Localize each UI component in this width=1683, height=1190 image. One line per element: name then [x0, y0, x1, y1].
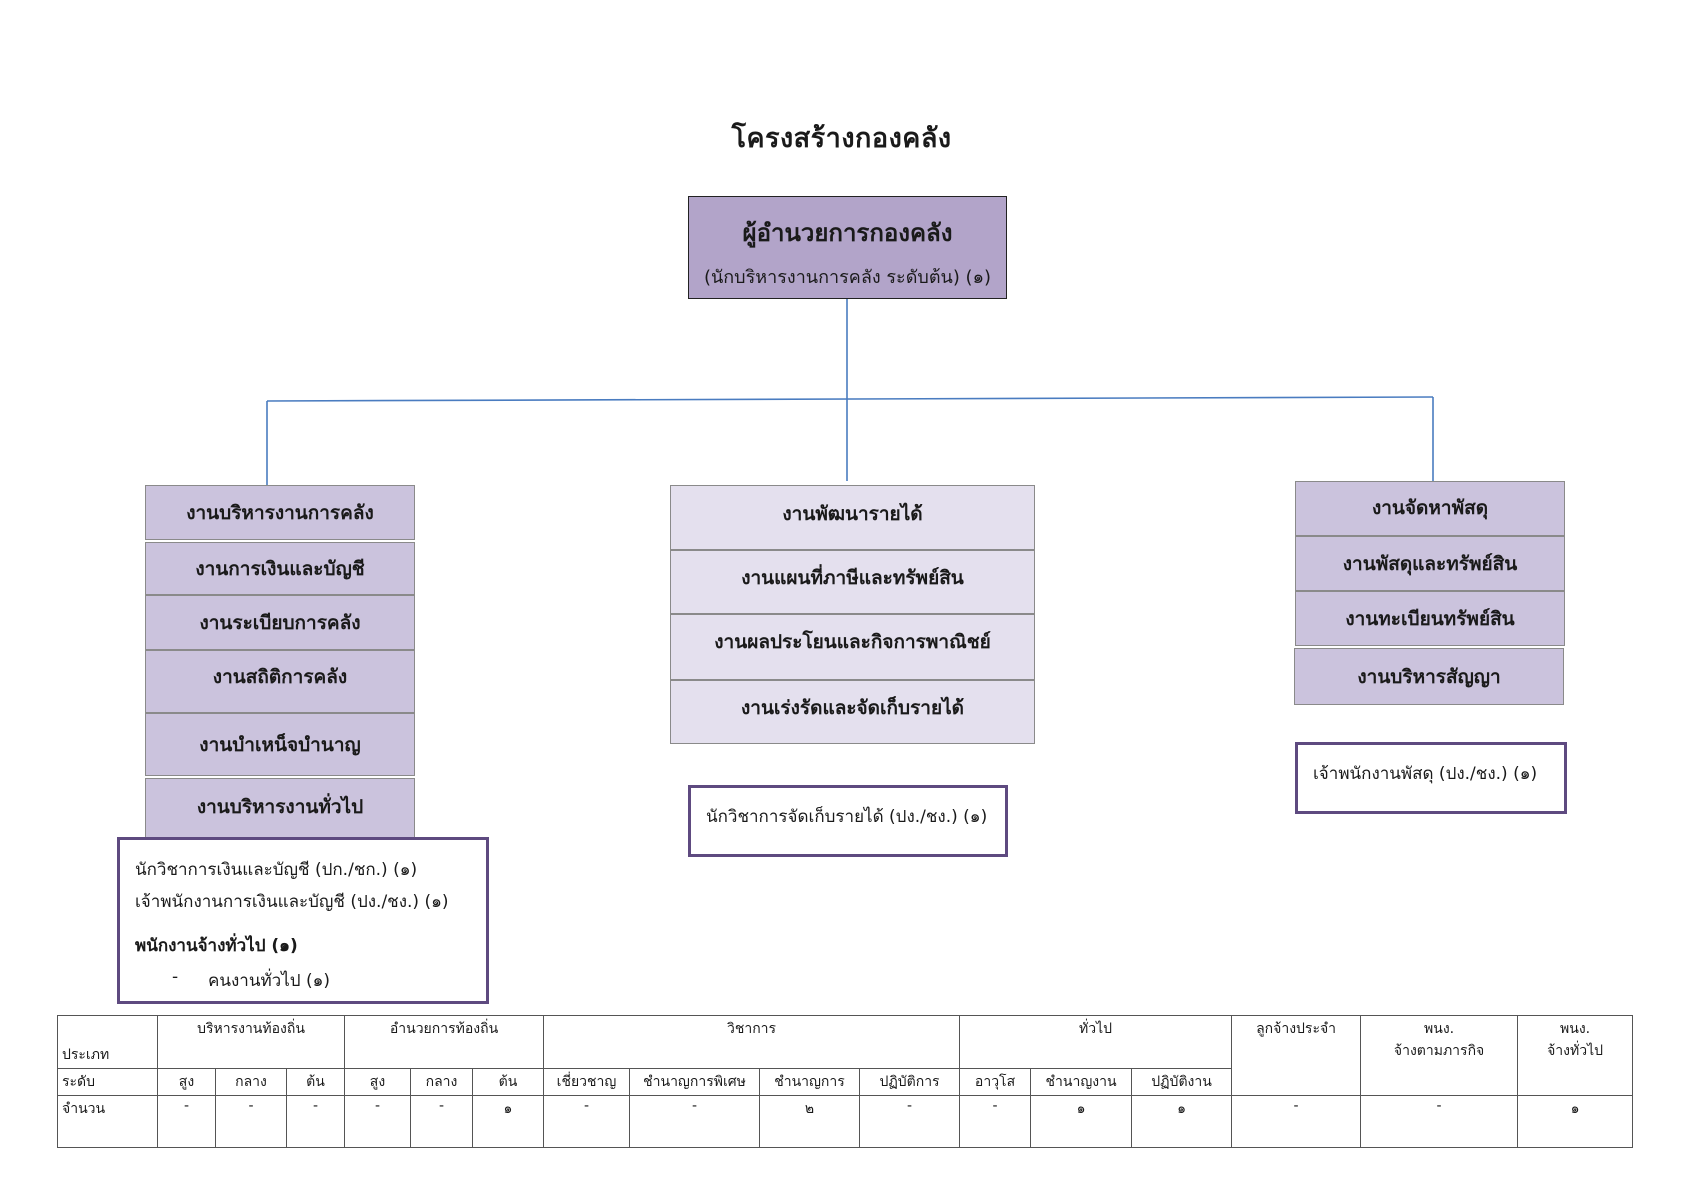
level-cell: ต้น: [286, 1068, 345, 1096]
unit-fiscal-regulations: งานระเบียบการคลัง: [145, 595, 415, 650]
group-general: ทั่วไป: [959, 1015, 1233, 1069]
type-label: ประเภท: [62, 1047, 110, 1063]
unit-benefits-commerce: งานผลประโยนและกิจการพาณิชย์: [670, 614, 1035, 680]
left-staff-line1: นักวิชาการเงินและบัญชี (ปก./ชก.) (๑): [135, 860, 418, 880]
count-cell: -: [543, 1095, 630, 1148]
count-cell: -: [959, 1095, 1032, 1148]
unit-tax-map-property: งานแผนที่ภาษีและทรัพย์สิน: [670, 550, 1035, 614]
table-header-row: ประเภท บริหารงานท้องถิ่น อำนวยการท้องถิ่…: [57, 1015, 1634, 1096]
level-label: ระดับ: [57, 1068, 158, 1096]
level-cell: กลาง: [215, 1068, 287, 1096]
level-cell: ชำนาญการ: [759, 1068, 860, 1096]
group-local-admin: บริหารงานท้องถิ่น: [157, 1015, 345, 1069]
count-cell: -: [1231, 1095, 1362, 1148]
count-cell: ๑: [472, 1095, 544, 1148]
count-cell: -: [858, 1095, 961, 1148]
unit-contract-admin: งานบริหารสัญญา: [1294, 648, 1564, 705]
unit-pension: งานบำเหน็จบำนาญ: [145, 713, 415, 776]
left-staff-line4: คนงานทั่วไป (๑): [208, 971, 331, 991]
director-subtitle: (นักบริหารงานการคลัง ระดับต้น) (๑): [703, 267, 992, 288]
level-cell: ต้น: [472, 1068, 544, 1096]
left-staff-line2: เจ้าพนักงานการเงินและบัญชี (ปง./ชง.) (๑): [135, 892, 449, 912]
type-label-cell: ประเภท: [57, 1015, 158, 1069]
connector-horizontal: [266, 396, 1434, 402]
level-cell: ชำนาญการพิเศษ: [629, 1068, 760, 1096]
unit-asset-registry: งานทะเบียนทรัพย์สิน: [1295, 591, 1565, 646]
count-cell: -: [410, 1095, 473, 1148]
left-staff-box: นักวิชาการเงินและบัญชี (ปก./ชก.) (๑) เจ้…: [117, 837, 489, 1004]
unit-fiscal-admin: งานบริหารงานการคลัง: [145, 485, 415, 540]
level-cell: สูง: [157, 1068, 216, 1096]
unit-finance-accounting: งานการเงินและบัญชี: [145, 542, 415, 595]
left-staff-line3: พนักงานจ้างทั่วไป (๑): [135, 936, 298, 956]
count-cell: -: [157, 1095, 216, 1148]
level-cell: ปฏิบัติการ: [858, 1068, 961, 1096]
table-count-row: จำนวน - - - - - ๑ - - ๒ - - ๑ ๑ - - ๑: [57, 1095, 1634, 1148]
count-cell: ๑: [1030, 1095, 1133, 1148]
right-staff-line1: เจ้าพนักงานพัสดุ (ปง./ชง.) (๑): [1313, 764, 1538, 784]
unit-fiscal-statistics: งานสถิติการคลัง: [145, 650, 415, 713]
summary-table: ประเภท บริหารงานท้องถิ่น อำนวยการท้องถิ่…: [57, 1015, 1634, 1148]
right-staff-box: เจ้าพนักงานพัสดุ (ปง./ชง.) (๑): [1295, 742, 1567, 814]
group-local-director: อำนวยการท้องถิ่น: [344, 1015, 544, 1069]
count-cell: -: [629, 1095, 760, 1148]
unit-procurement: งานจัดหาพัสดุ: [1295, 481, 1565, 536]
director-box: ผู้อำนวยการกองคลัง (นักบริหารงานการคลัง …: [688, 196, 1007, 299]
group-mission-staff: พนง. จ้างตามภารกิจ: [1360, 1015, 1519, 1096]
director-title: ผู้อำนวยการกองคลัง: [742, 219, 953, 247]
group-general-staff: พนง. จ้างทั่วไป: [1517, 1015, 1634, 1096]
unit-revenue-development: งานพัฒนารายได้: [670, 485, 1035, 550]
unit-supplies-assets: งานพัสดุและทรัพย์สิน: [1295, 536, 1565, 591]
level-cell: เชี่ยวชาญ: [543, 1068, 630, 1096]
count-cell: ๒: [759, 1095, 860, 1148]
group-academic: วิชาการ: [542, 1015, 961, 1069]
level-cell: อาวุโส: [959, 1068, 1032, 1096]
count-label: จำนวน: [57, 1095, 158, 1148]
middle-staff-line1: นักวิชาการจัดเก็บรายได้ (ปง./ชง.) (๑): [706, 807, 988, 827]
level-cell: ปฏิบัติงาน: [1131, 1068, 1233, 1096]
left-staff-dash: -: [172, 967, 179, 987]
count-cell: -: [215, 1095, 287, 1148]
mission-staff-line1: พนง.: [1424, 1021, 1455, 1037]
group-permanent-employee: ลูกจ้างประจำ: [1231, 1015, 1362, 1096]
unit-general-admin: งานบริหารงานทั่วไป: [145, 778, 415, 840]
count-cell: -: [344, 1095, 411, 1148]
count-cell: ๑: [1517, 1095, 1634, 1148]
count-cell: ๑: [1131, 1095, 1233, 1148]
mission-staff-line2: จ้างตามภารกิจ: [1393, 1043, 1485, 1059]
middle-staff-box: นักวิชาการจัดเก็บรายได้ (ปง./ชง.) (๑): [688, 785, 1008, 857]
page-title: โครงสร้างกองคลัง: [731, 123, 952, 154]
level-cell: สูง: [344, 1068, 411, 1096]
unit-revenue-collection: งานเร่งรัดและจัดเก็บรายได้: [670, 680, 1035, 744]
count-cell: -: [286, 1095, 345, 1148]
general-staff-line2: จ้างทั่วไป: [1547, 1043, 1604, 1059]
general-staff-line1: พนง.: [1560, 1021, 1591, 1037]
count-cell: -: [1360, 1095, 1519, 1148]
level-cell: กลาง: [410, 1068, 473, 1096]
level-cell: ชำนาญงาน: [1030, 1068, 1133, 1096]
